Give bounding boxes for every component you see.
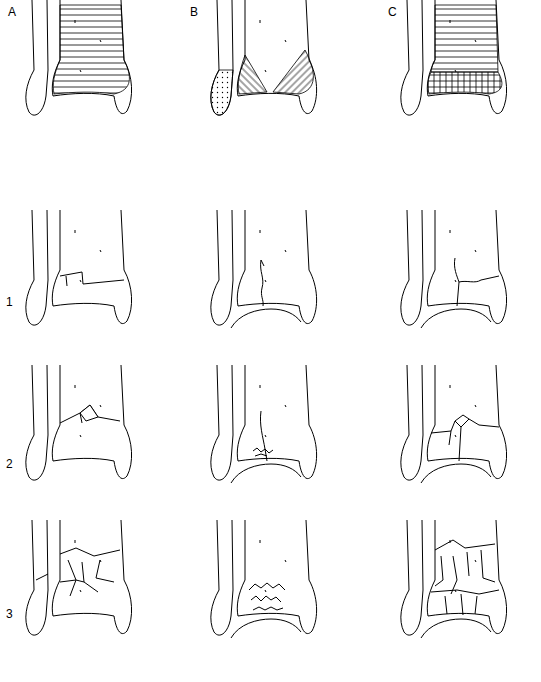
column-letter: C [388,6,397,18]
column-letter: A [8,6,16,18]
row-number: 3 [6,608,13,620]
row-number: 1 [6,296,13,308]
column-letter: B [190,6,198,18]
row-number: 2 [6,458,13,470]
